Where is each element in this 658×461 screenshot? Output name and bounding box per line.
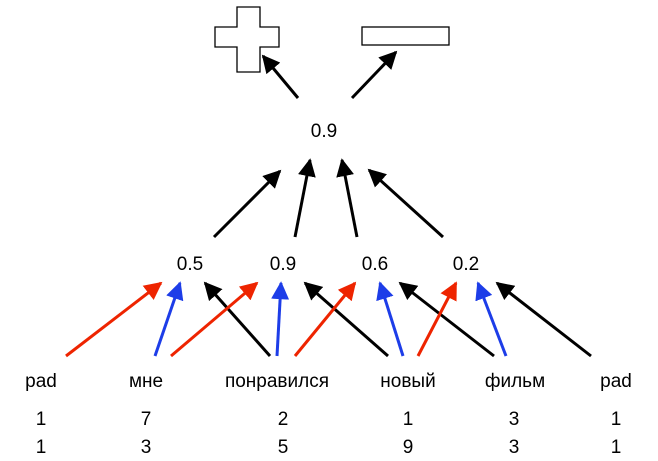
index-row-2: 1 3 5 9 3 1 xyxy=(36,437,622,458)
arrow-red xyxy=(65,281,163,358)
token-index: 3 xyxy=(509,437,520,458)
token-index: 7 xyxy=(141,409,152,430)
token-index: 1 xyxy=(36,409,47,430)
output-arrows xyxy=(261,50,398,100)
arrow-blue xyxy=(153,281,184,357)
token-word: мне xyxy=(129,371,163,392)
arrow-black xyxy=(495,281,592,358)
token-word: фильм xyxy=(485,371,545,392)
arrow-blue xyxy=(475,281,508,357)
arrow-blue xyxy=(271,281,290,357)
arrow-red xyxy=(293,281,357,357)
plus-symbol xyxy=(214,6,280,73)
arrow-mid2-to-top xyxy=(293,158,316,238)
token-index: 1 xyxy=(611,437,622,458)
token-word: pad xyxy=(600,371,632,392)
token-word: новый xyxy=(380,371,435,392)
arrow-red xyxy=(170,281,259,358)
convolution-arrows xyxy=(65,281,592,358)
token-index: 5 xyxy=(278,437,289,458)
index-row-1: 1 7 2 1 3 1 xyxy=(36,409,622,430)
token-index: 1 xyxy=(36,437,47,458)
input-words: pad мне понравился новый фильм pad xyxy=(25,371,632,392)
token-index: 9 xyxy=(403,437,414,458)
arrow-mid3-to-top xyxy=(336,158,359,238)
token-word: pad xyxy=(25,371,57,392)
pooling-arrows xyxy=(212,158,445,239)
arrow-black xyxy=(303,281,389,358)
middle-node-value: 0.6 xyxy=(362,254,388,275)
arrow-to-plus xyxy=(261,54,300,99)
token-index: 1 xyxy=(611,409,622,430)
token-word: понравился xyxy=(225,371,329,392)
top-node-value: 0.9 xyxy=(311,121,337,142)
arrow-black xyxy=(203,281,272,357)
middle-node-value: 0.5 xyxy=(177,254,203,275)
minus-symbol xyxy=(361,26,450,46)
arrow-to-minus xyxy=(350,50,398,100)
middle-node-value: 0.2 xyxy=(453,254,479,275)
arrow-mid4-to-top xyxy=(367,168,445,239)
arrow-blue xyxy=(376,281,405,357)
token-index: 2 xyxy=(278,409,289,430)
token-index: 1 xyxy=(403,409,414,430)
arrow-mid1-to-top xyxy=(212,169,282,239)
middle-layer: 0.5 0.9 0.6 0.2 xyxy=(177,254,479,275)
arrow-red xyxy=(416,281,458,357)
middle-node-value: 0.9 xyxy=(270,254,296,275)
token-index: 3 xyxy=(141,437,152,458)
token-index: 3 xyxy=(509,409,520,430)
arrow-black xyxy=(398,281,495,358)
